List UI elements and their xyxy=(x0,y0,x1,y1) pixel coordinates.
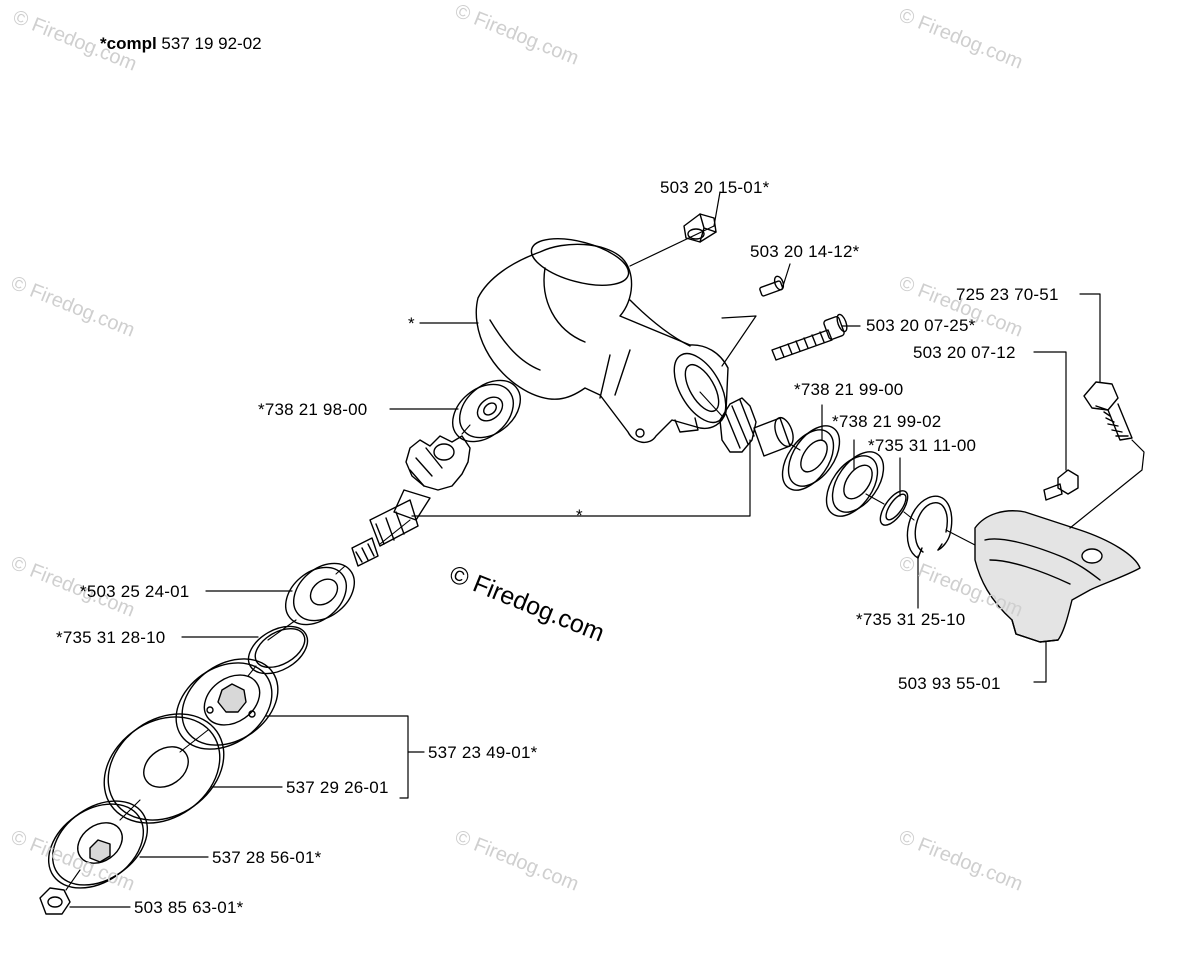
label-bearing-low: *503 25 24-01 xyxy=(80,582,190,601)
label-plug: 503 20 15-01* xyxy=(660,178,770,197)
pinion-gear-part xyxy=(719,397,794,457)
bolt-part xyxy=(1083,381,1133,441)
label-screw-long: 503 20 07-25* xyxy=(866,316,976,335)
lower-bearing-part xyxy=(285,562,355,626)
guard-part xyxy=(974,510,1141,643)
label-nut: 503 85 63-01* xyxy=(134,898,244,917)
flange-part xyxy=(175,658,279,750)
label-cup: 537 28 56-01* xyxy=(212,848,322,867)
washer-part xyxy=(103,713,225,824)
gear-housing xyxy=(475,238,729,443)
label-kit: 537 23 49-01* xyxy=(428,743,538,762)
nut-part xyxy=(39,887,71,915)
label-bolt: 725 23 70-51 xyxy=(956,285,1059,304)
circlip-part xyxy=(906,495,953,559)
label-bearing-b: *738 21 99-02 xyxy=(832,412,942,431)
leader-lines xyxy=(69,191,1145,908)
axis-lines xyxy=(65,391,976,891)
label-ring-low: *735 31 28-10 xyxy=(56,628,166,647)
label-bearing-a: *738 21 99-00 xyxy=(794,380,904,399)
top-bearing-part xyxy=(452,379,521,443)
bearing-b-part xyxy=(825,451,885,517)
label-guard: 503 93 55-01 xyxy=(898,674,1001,693)
label-housing: * xyxy=(408,314,415,333)
gear-shaft-part xyxy=(351,435,471,567)
small-ring-part xyxy=(879,490,909,526)
label-screw-guard: 503 20 07-12 xyxy=(913,343,1016,362)
plug-part xyxy=(683,213,717,243)
cup-part xyxy=(47,800,149,889)
long-screw-part xyxy=(771,313,848,361)
label-washer: 537 29 26-01 xyxy=(286,778,389,797)
header-prefix: *compl xyxy=(100,34,157,53)
label-screw-small: 503 20 14-12* xyxy=(750,242,860,261)
bearing-a-part xyxy=(781,425,841,491)
label-bearing-top: *738 21 98-00 xyxy=(258,400,368,419)
header-number: 537 19 92-02 xyxy=(161,34,262,53)
lower-ring-part xyxy=(247,625,309,675)
label-gear-shaft: * xyxy=(576,506,583,525)
small-screw-part xyxy=(759,275,785,297)
assembly-header: *compl 537 19 92-02 xyxy=(100,34,262,54)
label-circlip: *735 31 25-10 xyxy=(856,610,966,629)
label-ring-small: *735 31 11-00 xyxy=(868,436,977,455)
guard-screw-part xyxy=(1043,469,1079,501)
